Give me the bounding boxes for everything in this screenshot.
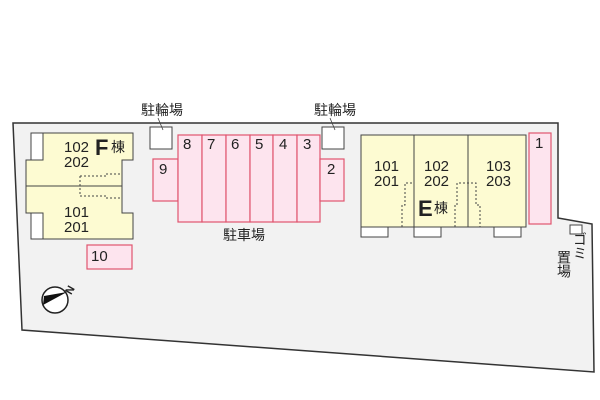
building-e-name: E: [418, 196, 433, 221]
bicycle-parking-label-right: 駐輪場: [314, 102, 356, 118]
f-unit-201: 201: [64, 219, 90, 236]
parking-label-9: 9: [159, 161, 168, 178]
parking-space-10: [86, 244, 133, 270]
parking-space-1: [528, 132, 552, 225]
bicycle-parking-left: [149, 126, 173, 150]
parking-label-3: 3: [303, 136, 312, 153]
parking-label-1: 1: [535, 135, 544, 152]
parking-label-5: 5: [255, 136, 264, 153]
f-balcony-top: [30, 132, 44, 161]
parking-lot-label: 駐車場: [223, 227, 265, 243]
e-unit-103: 103: [486, 158, 512, 175]
garbage-box: [569, 224, 583, 235]
building-e: [360, 134, 527, 238]
garbage-label-line2: 置場: [556, 250, 572, 278]
e-unit-201: 201: [374, 173, 400, 190]
parking-label-7: 7: [207, 136, 216, 153]
e-unit-101: 101: [374, 158, 400, 175]
garbage-label-line1: ゴミ: [572, 232, 588, 260]
f-balcony-bottom: [30, 212, 44, 240]
building-f: [25, 132, 134, 240]
e-unit-102: 102: [424, 158, 450, 175]
parking-lot: [152, 134, 345, 223]
north-arrow-icon: [41, 286, 69, 314]
f-unit-101: 101: [64, 204, 90, 221]
f-unit-102: 102: [64, 139, 90, 156]
parking-label-2: 2: [327, 161, 336, 178]
parking-label-8: 8: [183, 136, 192, 153]
bicycle-parking-label-left: 駐輪場: [141, 102, 183, 118]
parking-label-4: 4: [279, 136, 288, 153]
building-f-name: F: [95, 135, 109, 160]
e-unit-203: 203: [486, 173, 512, 190]
e-unit-202: 202: [424, 173, 450, 190]
bicycle-parking-right: [321, 126, 345, 150]
parking-label-6: 6: [231, 136, 240, 153]
building-e-suffix: 棟: [434, 200, 448, 216]
building-f-suffix: 棟: [111, 139, 125, 155]
parking-label-10: 10: [91, 248, 108, 265]
f-unit-202: 202: [64, 154, 90, 171]
